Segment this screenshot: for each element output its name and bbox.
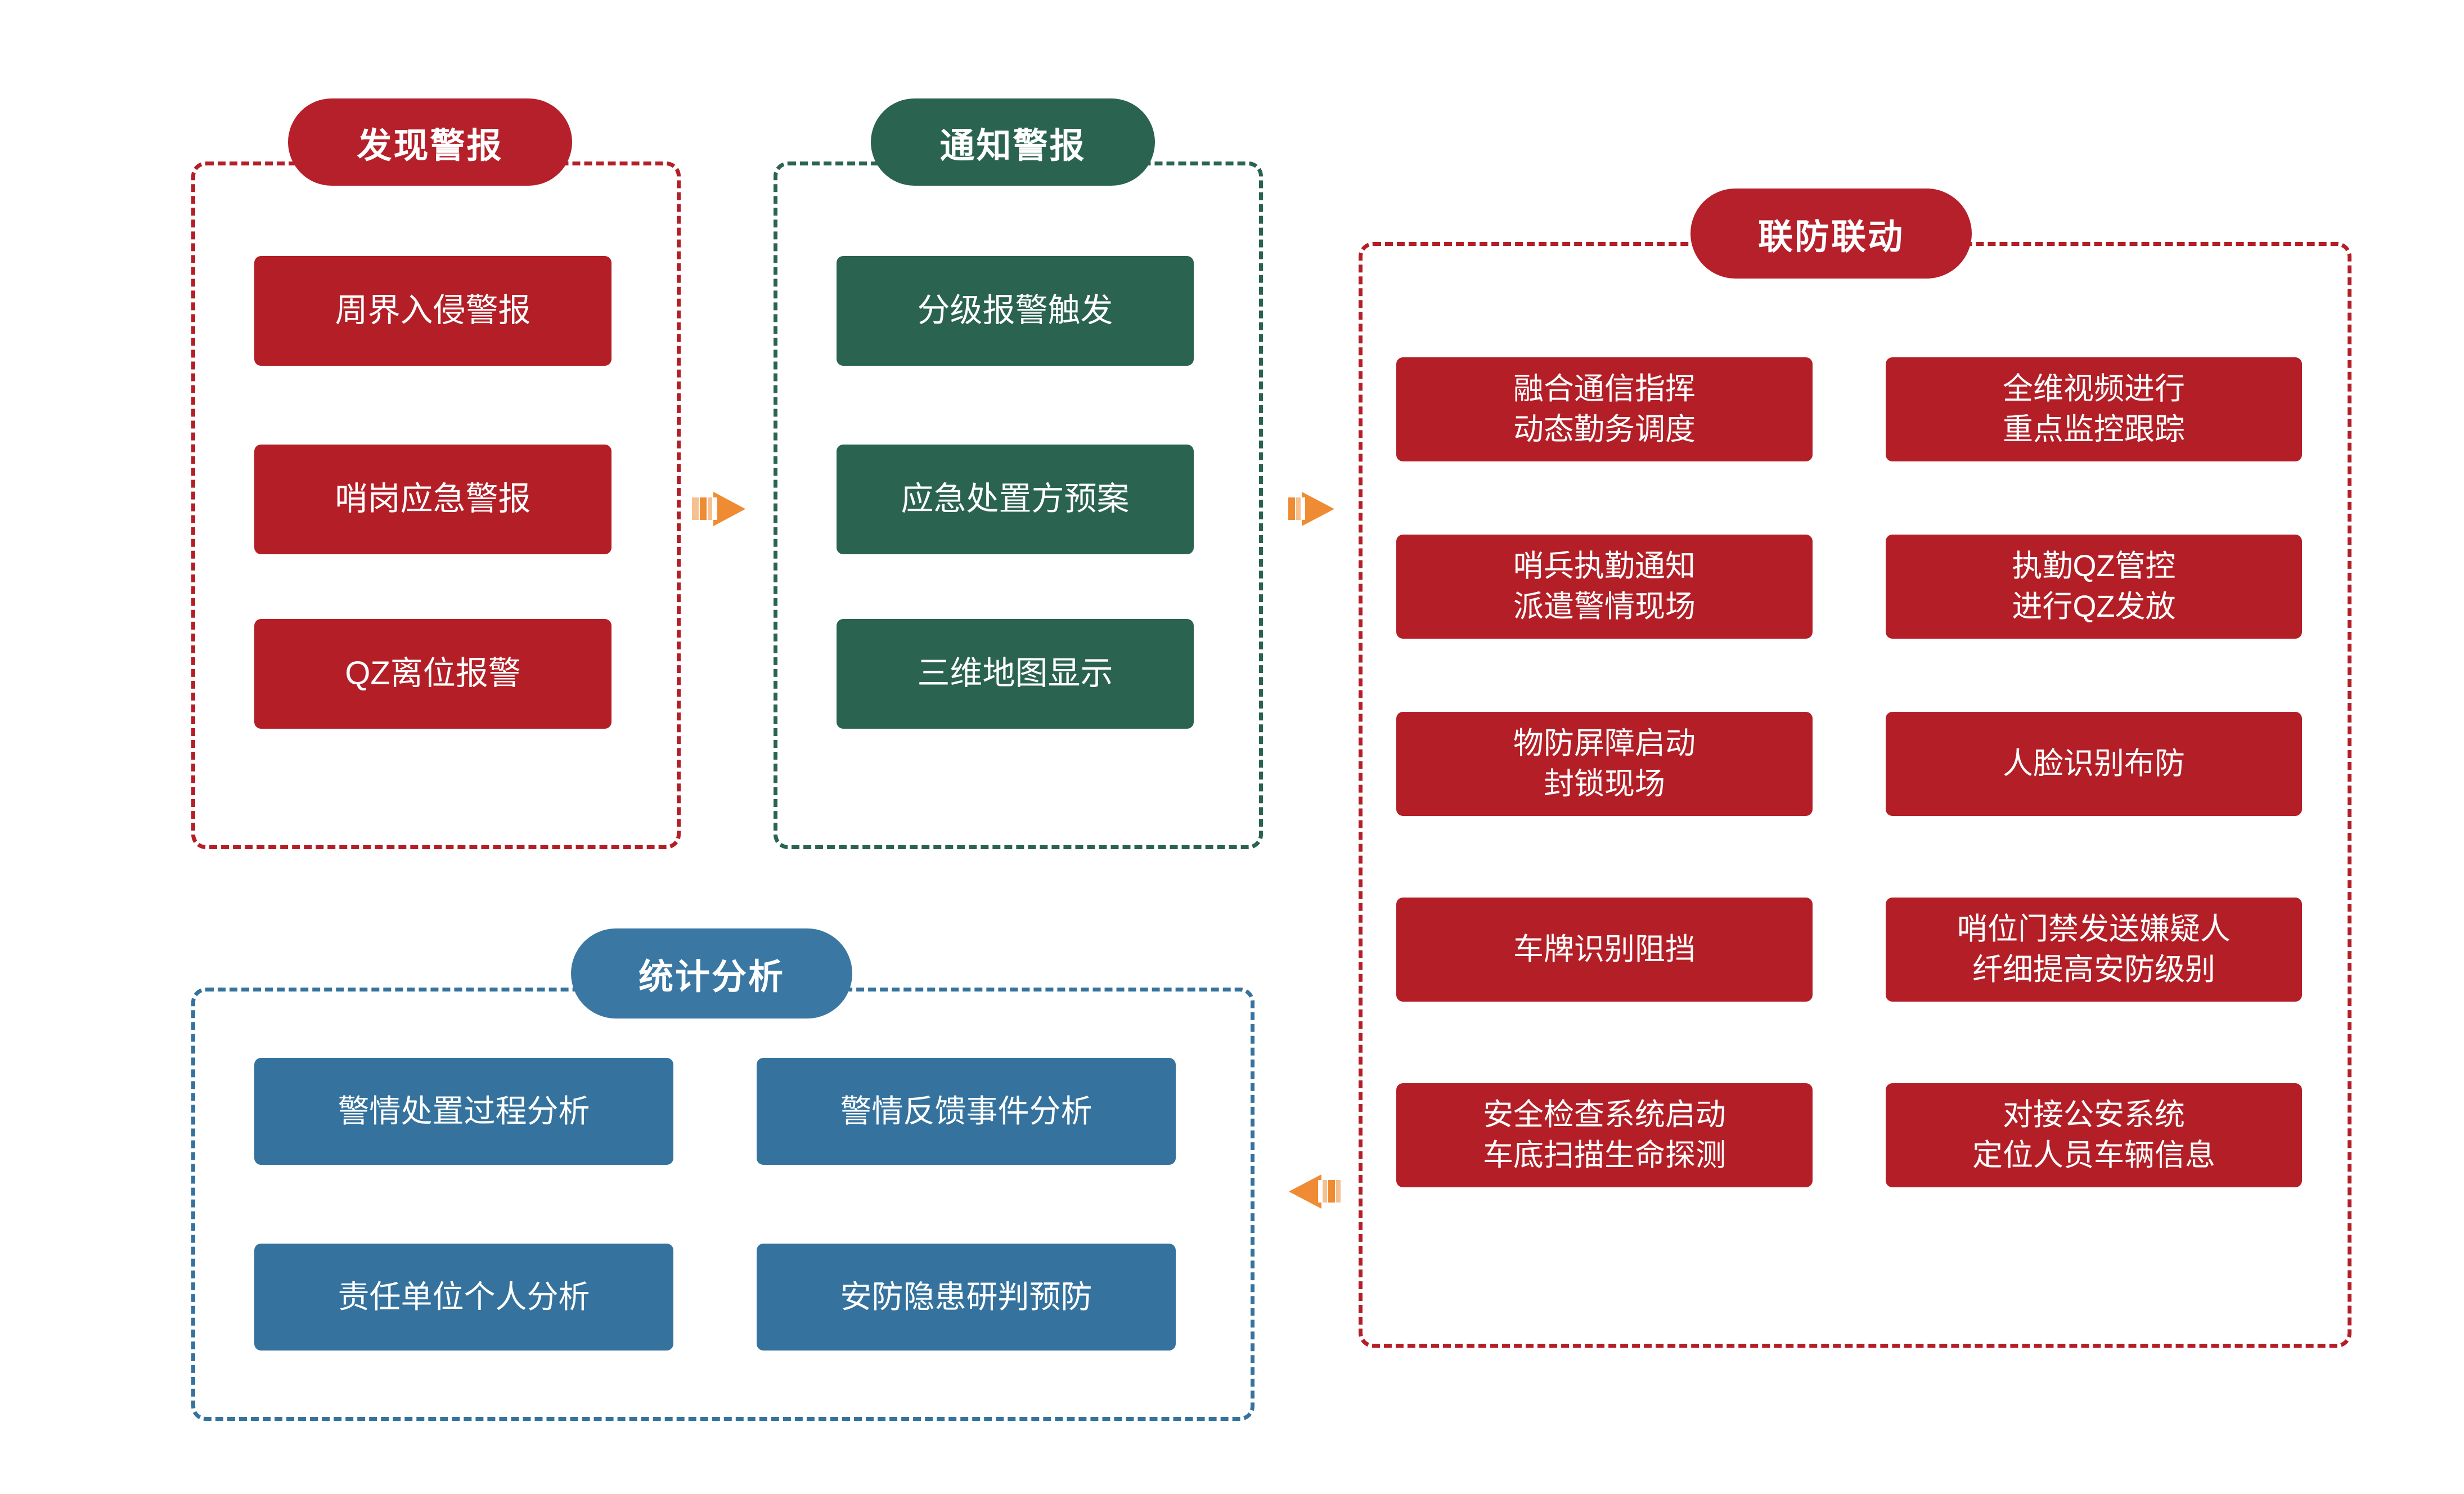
card-notify-2[interactable]: 三维地图显示 — [837, 619, 1194, 729]
card-joint-left-2[interactable]: 物防屏障启动 封锁现场 — [1396, 712, 1813, 816]
group-header-statistics-analysis: 统计分析 — [571, 928, 852, 1019]
card-line-1: 人脸识别布防 — [2003, 746, 2185, 780]
card-line-1: 全维视频进行 — [2003, 372, 2185, 406]
card-discover-2[interactable]: QZ离位报警 — [254, 619, 611, 729]
card-joint-right-1[interactable]: 执勤QZ管控 进行QZ发放 — [1886, 535, 2302, 639]
group-header-discover-alarm: 发现警报 — [288, 98, 572, 186]
card-line-2: 纤细提高安防级别 — [1972, 952, 2215, 986]
card-line-2: 进行QZ发放 — [2012, 589, 2176, 623]
card-line-2: 车底扫描生命探测 — [1483, 1138, 1726, 1172]
card-joint-right-3[interactable]: 哨位门禁发送嫌疑人 纤细提高安防级别 — [1886, 898, 2302, 1002]
card-statistics-2[interactable]: 责任单位个人分析 — [254, 1244, 673, 1351]
card-line-1: 对接公安系统 — [2003, 1098, 2185, 1132]
card-joint-left-0[interactable]: 融合通信指挥 动态勤务调度 — [1396, 357, 1813, 461]
card-line-2: 派遣警情现场 — [1513, 589, 1696, 623]
card-line-1: 物防屏障启动 — [1513, 726, 1696, 761]
panel-statistics-analysis — [191, 988, 1255, 1421]
card-statistics-3[interactable]: 安防隐患研判预防 — [757, 1244, 1176, 1351]
card-joint-left-4[interactable]: 安全检查系统启动 车底扫描生命探测 — [1396, 1083, 1813, 1187]
card-joint-right-0[interactable]: 全维视频进行 重点监控跟踪 — [1886, 357, 2302, 461]
card-line-2: 封锁现场 — [1544, 766, 1665, 801]
group-header-notify-alarm: 通知警报 — [871, 98, 1155, 186]
card-notify-0[interactable]: 分级报警触发 — [837, 256, 1194, 366]
card-statistics-0[interactable]: 警情处置过程分析 — [254, 1058, 673, 1165]
card-line-2: 重点监控跟踪 — [2003, 412, 2185, 446]
arrow-notify-to-joint-defense — [1288, 485, 1353, 533]
card-line-1: 车牌识别阻挡 — [1513, 932, 1696, 966]
card-discover-0[interactable]: 周界入侵警报 — [254, 256, 611, 366]
card-line-1: 哨位门禁发送嫌疑人 — [1957, 912, 2231, 946]
card-line-1: 执勤QZ管控 — [2012, 549, 2176, 584]
card-joint-left-1[interactable]: 哨兵执勤通知 派遣警情现场 — [1396, 535, 1813, 639]
card-joint-left-3[interactable]: 车牌识别阻挡 — [1396, 898, 1813, 1002]
card-line-1: 融合通信指挥 — [1513, 372, 1696, 406]
card-joint-right-2[interactable]: 人脸识别布防 — [1886, 712, 2302, 816]
card-statistics-1[interactable]: 警情反馈事件分析 — [757, 1058, 1176, 1165]
card-line-1: 哨兵执勤通知 — [1513, 549, 1696, 584]
card-joint-right-4[interactable]: 对接公安系统 定位人员车辆信息 — [1886, 1083, 2302, 1187]
card-notify-1[interactable]: 应急处置方预案 — [837, 445, 1194, 554]
group-header-joint-defense: 联防联动 — [1690, 189, 1972, 279]
card-line-1: 安全检查系统启动 — [1483, 1098, 1726, 1132]
arrow-discover-to-notify — [692, 485, 757, 533]
card-line-2: 定位人员车辆信息 — [1972, 1138, 2215, 1172]
card-discover-1[interactable]: 哨岗应急警报 — [254, 445, 611, 554]
arrow-joint-defense-to-statistics — [1284, 1168, 1349, 1215]
card-line-2: 动态勤务调度 — [1513, 412, 1696, 446]
